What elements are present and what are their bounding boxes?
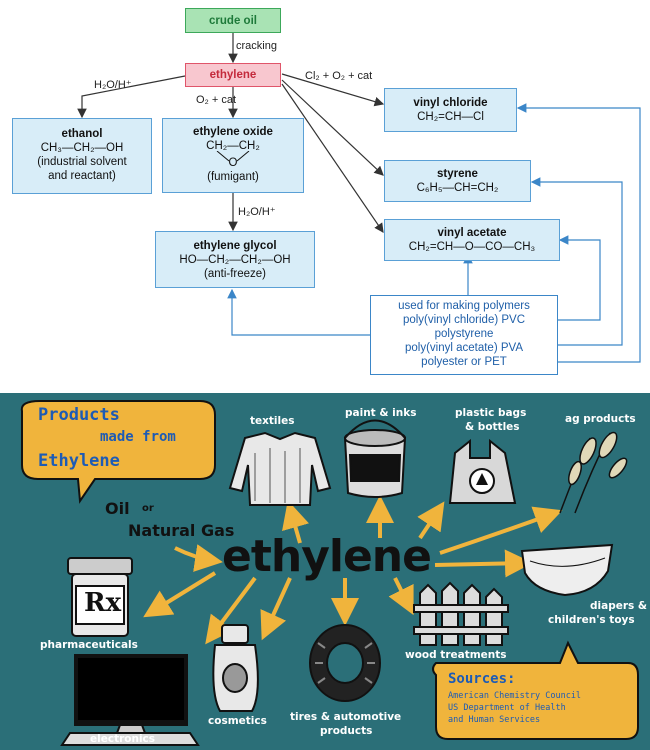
cosmetics-bottle-icon [212,624,259,712]
sources-line-1: American Chemistry Council [448,691,582,701]
polymers-line-2: poly(vinyl chloride) PVC [402,314,526,326]
feedback-vinyl-chloride [516,103,641,363]
label-tires-1: tires & automotive [290,711,402,723]
plastic-bag-icon [448,438,517,504]
vinyl-chloride-box: vinyl chloride CH₂=CH—Cl [384,88,517,132]
crude-oil-label: crude oil [209,15,257,27]
arrow-wood [388,577,414,616]
arrow-to-vinyl-acetate [281,83,384,233]
flowchart-connectors [77,33,641,363]
polymers-line-5: polyester or PET [421,356,507,368]
ethanol-title: ethanol [61,128,103,140]
ethanol-use-2: and reactant) [48,170,116,182]
vinyl-chloride-title: vinyl chloride [413,97,488,109]
sources-line-2: US Department of Health [448,703,566,713]
title-speech-bubble [20,400,216,504]
polymers-line-1: used for making polymers [398,300,530,312]
label-wood-treatments: wood treatments [405,649,507,661]
polymers-box: used for making polymers poly(vinyl chlo… [370,295,558,375]
wheat-icon [559,431,628,514]
label-textiles: textiles [250,415,295,427]
source-natural-gas: Natural Gas [128,521,235,540]
vinyl-acetate-box: vinyl acetate CH₂=CH—O—CO—CH₃ [384,219,560,261]
arrow-ag [439,506,563,555]
sources-speech-bubble [432,640,639,740]
label-diapers-1: diapers & [590,600,648,612]
rx-symbol: Rx [84,588,122,618]
ethylene-glycol-formula: HO—CH₂—CH₂—OH [179,254,291,266]
computer-monitor-icon [60,654,200,746]
ethanol-formula: CH₃—CH₂—OH [40,142,124,154]
styrene-title: styrene [437,168,478,180]
crude-oil-box: crude oil [185,8,281,33]
product-arrows [143,495,563,645]
ethylene-label: ethylene [209,69,257,81]
paint-can-icon [343,419,407,498]
ethylene-center-title: ethylene [222,531,432,582]
label-diapers-2: children's toys [548,614,635,626]
reagent-h2o-lower: H₂O/H⁺ [238,206,276,218]
fence-icon [413,581,509,646]
label-plastic-bags-2: & bottles [465,421,520,433]
sources-line-3: and Human Services [448,715,541,725]
arrow-oil-to-ethylene [174,544,223,572]
source-oil: Oil [105,499,130,518]
ethylene-oxide-ring: CH₂—CH₂ [206,140,260,152]
poster-panel: Products made from Ethylene Oil or Natur… [0,393,650,750]
polymers-line-3: polystyrene [434,328,494,340]
styrene-box: styrene C₆H₅—CH=CH₂ [384,160,531,202]
poster-artwork [20,400,639,746]
ethylene-glycol-box: ethylene glycol HO—CH₂—CH₂—OH (anti-free… [155,231,315,288]
feedback-ethylene-glycol [227,288,370,336]
ethylene-box: ethylene [185,63,281,87]
poster-title-line-1: Products [38,405,120,425]
feedback-styrene [530,177,623,346]
vinyl-chloride-formula: CH₂=CH—Cl [417,111,484,123]
styrene-formula: C₆H₅—CH=CH₂ [416,182,499,194]
arrow-cosmetics [260,577,292,641]
flowchart-panel: crude oil cracking ethylene H₂O/H⁺ O₂ + … [12,8,641,375]
epoxide-ring-bonds [216,151,250,162]
ethylene-oxide-title: ethylene oxide [193,126,273,138]
reagent-o2-cat: O₂ + cat [196,94,237,106]
poster-title-line-3: Ethylene [38,451,120,471]
arrow-to-vinyl-chloride [281,73,385,107]
ethylene-glycol-title: ethylene glycol [193,240,277,252]
label-pharmaceuticals: pharmaceuticals [40,639,138,651]
vinyl-acetate-formula: CH₂=CH—O—CO—CH₃ [408,241,536,253]
arrow-bags [417,501,445,540]
reagent-h2o-left: H₂O/H⁺ [94,79,132,91]
arrow-to-styrene [281,79,384,176]
tire-icon [309,624,381,702]
sweater-icon [228,431,332,506]
polymers-line-4: poly(vinyl acetate) PVA [404,342,524,354]
vinyl-acetate-title: vinyl acetate [437,227,507,239]
sources-title: Sources: [448,671,516,687]
label-ag-products: ag products [565,413,636,425]
ethanol-use-1: (industrial solvent [37,156,127,168]
label-cosmetics: cosmetics [208,715,267,727]
arrow-pharmaceuticals [143,571,217,618]
label-tires-2: products [320,725,373,737]
label-plastic-bags-1: plastic bags [455,407,527,419]
pill-bottle-icon [67,557,133,637]
poster-title-line-2: made from [100,429,176,445]
arrow-electronics [205,576,257,645]
reagent-cl2-o2-cat: Cl₂ + O₂ + cat [305,70,373,82]
ethanol-box: ethanol CH₃—CH₂—OH (industrial solvent a… [12,118,152,194]
arrow-textiles [282,500,309,544]
diaper-icon [520,543,614,597]
epoxide-oxygen: O [228,157,238,169]
label-electronics: electronics [90,733,156,745]
arrow-to-ethanol [77,75,186,119]
arrow-diapers [434,549,533,578]
ethylene-glycol-use: (anti-freeze) [204,268,266,280]
label-paint-inks: paint & inks [345,407,417,419]
ethylene-oxide-use: (fumigant) [207,171,259,183]
feedback-vinyl-acetate [558,235,601,321]
ethylene-oxide-box: ethylene oxide CH₂—CH₂ O (fumigant) [162,118,304,193]
cracking-label: cracking [236,40,277,52]
source-or: or [142,503,154,514]
